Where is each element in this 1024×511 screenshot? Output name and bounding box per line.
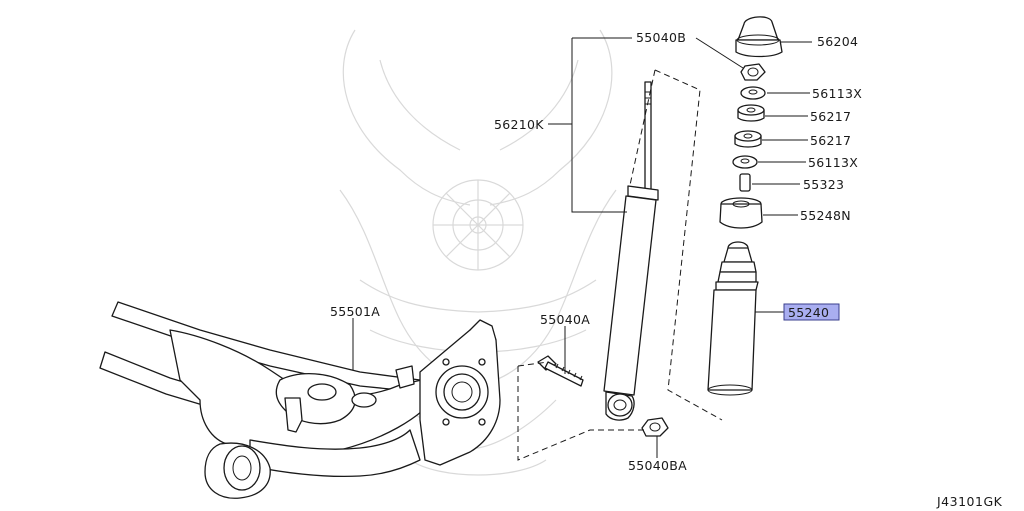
- label-mount-insulator[interactable]: 56204: [817, 34, 858, 49]
- leader-lines: [352, 37, 812, 458]
- lower-bushing: [734, 130, 762, 148]
- lower-mounting-bolt: [537, 355, 584, 387]
- label-top-nut[interactable]: 55040B: [636, 30, 686, 45]
- collar: [739, 173, 751, 192]
- reference-code: J43101GK: [936, 494, 1003, 509]
- label-lower-nut[interactable]: 55040BA: [628, 458, 687, 473]
- label-lower-washer[interactable]: 56113X: [808, 155, 858, 170]
- lower-mounting-nut: [641, 417, 669, 437]
- dust-boot: [707, 241, 759, 396]
- label-lower-bolt[interactable]: 55040A: [540, 312, 590, 327]
- label-bump-cover[interactable]: 55248N: [800, 208, 851, 223]
- label-upper-bushing[interactable]: 56217: [810, 109, 851, 124]
- label-lower-bushing[interactable]: 56217: [810, 133, 851, 148]
- assembly-dashed-lines: [517, 69, 723, 461]
- upper-bushing: [737, 104, 765, 122]
- label-upper-washer[interactable]: 56113X: [812, 86, 862, 101]
- label-dust-boot[interactable]: 55240: [788, 305, 829, 320]
- label-shock-absorber[interactable]: 56210K: [494, 117, 544, 132]
- label-axle-beam[interactable]: 55501A: [330, 304, 380, 319]
- upper-washer: [740, 86, 766, 100]
- top-nut: [740, 63, 766, 81]
- bump-cover: [719, 197, 763, 229]
- highlight-box: [783, 303, 840, 321]
- label-collar[interactable]: 55323: [803, 177, 844, 192]
- lower-washer: [732, 155, 758, 169]
- part-labels: 56204 55040B 56113X 56217 56217 56113X 5…: [330, 30, 862, 473]
- mount-insulator: [735, 16, 783, 58]
- rear-axle-beam: [99, 301, 501, 499]
- shock-absorber: [603, 81, 659, 421]
